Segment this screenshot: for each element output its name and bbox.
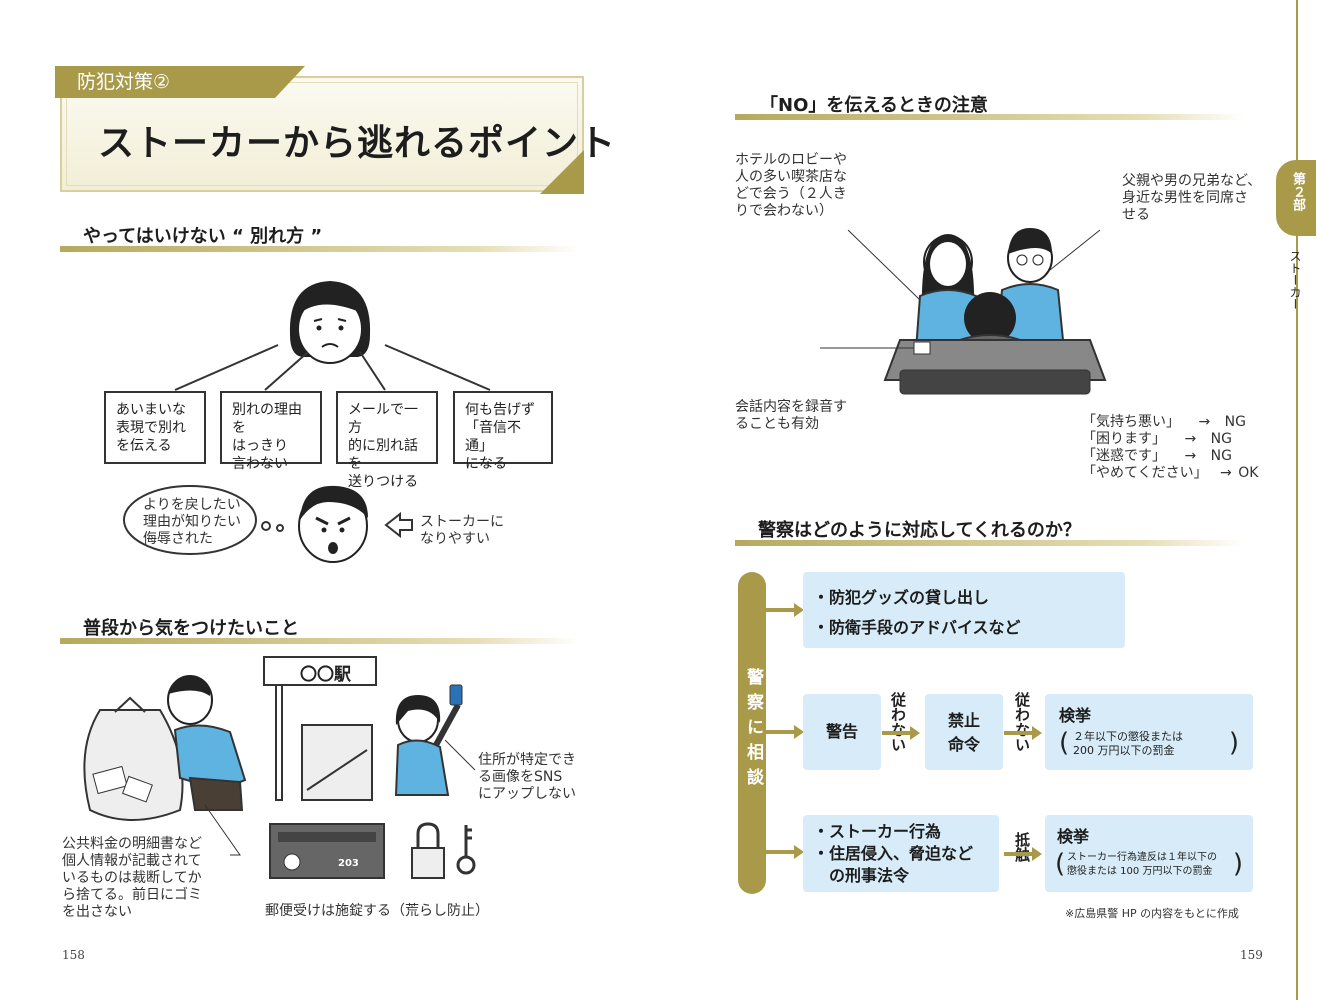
selfie-girl-illustration [394,684,463,796]
mailbox-note: 郵便受けは施錠する（荒らし防止） [265,903,489,919]
source-note: ※広島県警 HP の内容をもとに作成 [1065,907,1239,920]
police-consult-label: 警察に相談 [743,668,763,793]
angry-man-illustration [298,485,368,563]
section-heading-daily: 普段から気をつけたいこと [83,618,299,639]
crime-box: ・ストーカー行為 ・住居侵入、脅迫など の刑事法令 [803,815,999,892]
leader-line [204,804,241,856]
trash-shredding-illustration [83,675,247,821]
record-note: 会話内容を録音することも有効 [735,399,847,432]
meeting-table-illustration [820,228,1107,395]
mailbox-number: 203 [338,858,359,869]
page-number-left: 158 [62,948,85,962]
heading-underline [735,540,1245,546]
police-consult-bar [738,572,766,894]
arrest-box-2: 検挙 ( ストーカー行為違反は１年以下の 懲役または 100 万円以下の罰金 ) [1045,815,1253,892]
bubble-text: よりを戻したい理由が知りたい侮辱された [143,497,241,547]
part-tab-label: 第２部 [1290,172,1305,211]
padlock-key-icon [411,822,476,879]
bad-way-box-1: あいまいな表現で別れを伝える [104,391,206,464]
warning-box: 警告 [803,694,881,770]
phrase-list: 「気持ち悪い」 → NG 「困ります」 → NG 「迷惑です」 → NG 「やめ… [1082,414,1258,482]
section-tag: 防犯対策② [55,66,305,98]
flow-arrow-icon [882,726,920,740]
bad-way-box-3: メールで一方的に別れ話を送りつける [336,391,438,490]
station-illustration [263,656,377,801]
not-comply-label-1: 従わない [889,692,907,752]
page-number-right: 159 [1240,948,1263,962]
title-frame-inner [66,82,578,186]
section-heading-police: 警察はどのように対応してくれるのか？ [758,520,1081,541]
phrase-row: 「困ります」 → NG [1082,431,1232,447]
thought-bubble [123,485,284,555]
phrase-row: 「気持ち悪い」 → NG [1082,414,1246,430]
connector-lines [174,344,491,391]
family-attend-note: 父親や男の兄弟など、身近な男性を同席させる [1122,173,1262,223]
bad-way-box-4: 何も告げず「音信不通」になる [453,391,553,472]
heading-underline [735,114,1245,120]
section-heading-no: 「NO」を伝えるときの注意 [760,95,988,116]
page-title: ストーカーから逃れるポイント [98,123,617,164]
support-box: ・防犯グッズの貸し出し ・防衛手段のアドバイスなど [803,572,1125,648]
not-comply-label-2: 従わない [1013,692,1031,752]
worried-woman-illustration [289,281,371,364]
leader-line [444,739,476,771]
station-sign: 〇〇駅 [300,665,351,685]
side-rule [1296,0,1298,1000]
part-tab-topic: ストーカー [1288,250,1302,310]
flow-arrow-icon [1004,726,1042,740]
part-tab [1276,160,1316,236]
arrow-left-icon [384,512,413,538]
phrase-row: 「やめてください」 → OK [1082,465,1259,481]
heading-underline [60,638,580,644]
mailbox-illustration [269,823,385,879]
stalker-risk-text: ストーカーになりやすい [420,514,504,547]
trash-warning-note: 公共料金の明細書など個人情報が記載されているものは裁断してから捨てる。前日にゴミ… [62,836,202,920]
heading-underline [60,246,580,252]
arrest-box-1: 検挙 ( ２年以下の懲役または 200 万円以下の罰金 ) [1045,694,1253,770]
flow-branches [764,603,804,859]
section-heading-breakup: やってはいけない “ 別れ方 ” [83,226,323,247]
flow-arrow-icon [1004,847,1042,861]
meeting-place-note: ホテルのロビーや人の多い喫茶店などで会う（２人きりで会わない） [735,152,847,219]
ban-order-box: 禁止命令 [925,694,1003,770]
phrase-row: 「迷惑です」 → NG [1082,448,1232,464]
bad-way-box-2: 別れの理由をはっきり言わない [220,391,322,472]
